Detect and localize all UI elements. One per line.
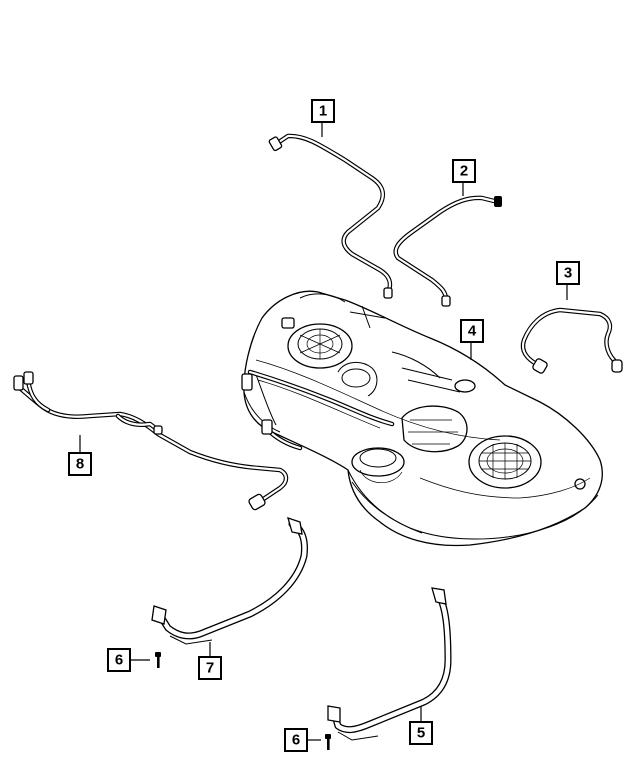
bolt-6-lower — [325, 734, 331, 750]
callout-label: 5 — [417, 725, 425, 742]
leader-lines — [79, 123, 568, 741]
callout-label: 7 — [206, 660, 214, 677]
callout-label: 8 — [76, 456, 84, 473]
tank-strap-7 — [151, 516, 308, 645]
callout-6-upper: 6 — [107, 648, 131, 672]
callout-8: 8 — [68, 452, 92, 476]
fuel-tank — [241, 290, 603, 547]
callout-2: 2 — [452, 159, 476, 183]
fuel-line-2 — [393, 195, 502, 307]
fuel-line-3 — [520, 307, 623, 374]
callout-4: 4 — [460, 319, 484, 343]
callout-label: 6 — [292, 732, 300, 749]
callout-7: 7 — [198, 656, 222, 680]
callout-5: 5 — [409, 721, 433, 745]
callout-6-lower: 6 — [284, 728, 308, 752]
callout-3: 3 — [556, 261, 580, 285]
callout-label: 6 — [115, 652, 123, 669]
callout-label: 1 — [319, 103, 327, 120]
callout-label: 4 — [468, 323, 477, 340]
callout-label: 2 — [460, 163, 468, 180]
callout-1: 1 — [311, 99, 335, 123]
fuel-line-1 — [268, 133, 393, 299]
callout-label: 3 — [564, 265, 572, 282]
tank-strap-5 — [327, 587, 452, 741]
fuel-line-8 — [13, 371, 289, 511]
bolt-6-upper — [155, 652, 161, 668]
